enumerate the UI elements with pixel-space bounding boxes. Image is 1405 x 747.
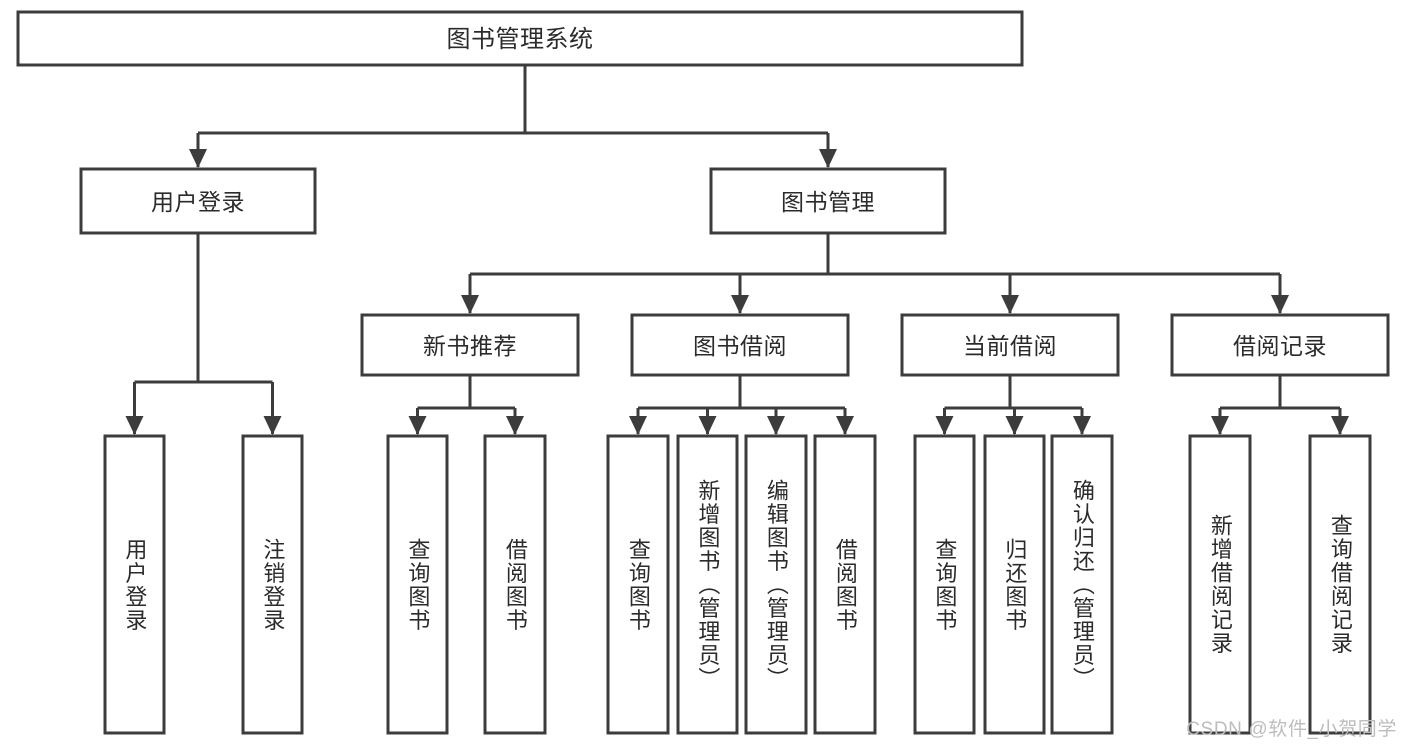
leaf-node-leaf-user-login-box[interactable]	[103, 434, 166, 735]
arrow-down-icon-leaf-borrow-book	[836, 416, 854, 435]
level3-node-borrow-record-box[interactable]	[1170, 313, 1390, 377]
arrow-down-icon-leaf-logout	[263, 416, 282, 435]
arrow-down-icon-leaf-query-book-cur	[935, 416, 954, 435]
level2-node-user-login-label: 用户登录	[151, 189, 245, 215]
level3-node-new-book-rec-box[interactable]	[360, 313, 580, 377]
level3-node-book-borrow-label: 图书借阅	[693, 333, 787, 359]
leaf-node-leaf-query-record-box[interactable]	[1308, 434, 1372, 735]
leaf-node-leaf-borrow-book-box[interactable]	[813, 434, 877, 735]
arrow-down-icon-leaf-return-book	[1005, 416, 1024, 435]
arrow-down-icon-book-borrow	[731, 295, 749, 314]
leaf-node-leaf-edit-book-box[interactable]	[744, 434, 808, 735]
leaf-node-leaf-add-record-box[interactable]	[1188, 434, 1252, 735]
arrow-down-icon-leaf-add-record	[1211, 416, 1229, 435]
level2-node-user-login-box[interactable]	[79, 167, 317, 235]
level2-node-book-manage-box[interactable]	[709, 167, 947, 235]
arrow-down-icon-leaf-edit-book	[767, 416, 785, 435]
leaf-node-leaf-query-book-cur-box[interactable]	[913, 434, 976, 735]
arrow-down-icon-new-book-rec	[461, 295, 479, 314]
level3-node-current-borrow-label: 当前借阅	[963, 333, 1057, 359]
level3-node-borrow-record-label: 借阅记录	[1233, 333, 1327, 359]
level3-node-new-book-rec-label: 新书推荐	[423, 333, 517, 359]
box-layer	[16, 10, 1390, 735]
arrow-down-icon-user-login	[189, 149, 207, 168]
root-node-book-management-system-label: 图书管理系统	[447, 26, 594, 53]
arrow-down-icon-leaf-user-login	[125, 416, 144, 435]
arrow-down-icon-leaf-query-record	[1331, 416, 1349, 435]
level2-node-book-manage-label: 图书管理	[781, 189, 875, 215]
arrow-down-icon-leaf-query-book-rec	[408, 416, 427, 435]
root-node-book-management-system-box[interactable]	[16, 10, 1024, 67]
watermark-text: CSDN @软件_小贺同学	[1186, 719, 1397, 740]
leaf-node-leaf-add-book-box[interactable]	[676, 434, 739, 735]
arrow-down-icon-leaf-confirm-return	[1073, 416, 1091, 435]
leaf-node-leaf-query-book-borrow-box[interactable]	[606, 434, 670, 735]
leaf-node-leaf-return-book-box[interactable]	[983, 434, 1046, 735]
arrow-down-icon-book-manage	[819, 149, 837, 168]
arrow-down-icon-leaf-add-book	[698, 416, 717, 435]
leaf-node-leaf-confirm-return-box[interactable]	[1050, 434, 1114, 735]
leaf-node-leaf-query-book-rec-box[interactable]	[386, 434, 449, 735]
leaf-node-leaf-borrow-book-rec-box[interactable]	[483, 434, 547, 735]
leaf-node-leaf-logout-box[interactable]	[241, 434, 304, 735]
arrow-down-icon-current-borrow	[1001, 295, 1019, 314]
level3-node-book-borrow-box[interactable]	[630, 313, 850, 377]
connector-layer	[125, 65, 1349, 435]
level3-node-current-borrow-box[interactable]	[900, 313, 1120, 377]
arrow-down-icon-leaf-query-book-borrow	[629, 416, 647, 435]
arrow-down-icon-borrow-record	[1271, 295, 1289, 314]
arrow-down-icon-leaf-borrow-book-rec	[506, 416, 524, 435]
